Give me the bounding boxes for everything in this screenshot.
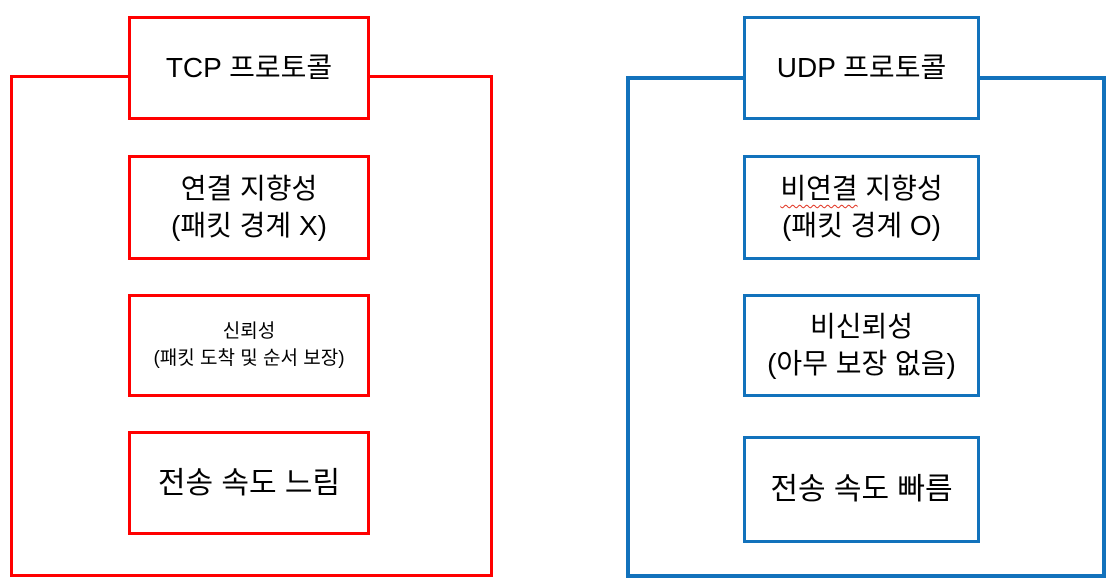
tcp-title-box: TCP 프로토콜 <box>128 16 370 120</box>
udp-title: UDP 프로토콜 <box>776 51 947 83</box>
tcp-box2-line1: 신뢰성 <box>222 320 276 342</box>
tcp-box-speed: 전송 속도 느림 <box>128 431 370 535</box>
udp-title-box: UDP 프로토콜 <box>743 16 980 120</box>
tcp-box-connection-oriented: 연결 지향성 (패킷 경계 X) <box>128 155 370 260</box>
tcp-box1-line1: 연결 지향성 <box>180 173 318 205</box>
udp-box1-line2: (패킷 경계 O) <box>781 209 942 241</box>
udp-box2-line1: 비신뢰성 <box>809 311 914 343</box>
udp-box1-line1: 비연결 지향성 <box>780 171 942 207</box>
udp-box1-line1-rest: 지향성 <box>857 173 943 205</box>
tcp-box3-line1: 전송 속도 느림 <box>157 466 341 500</box>
tcp-box1-line2: (패킷 경계 X) <box>171 209 327 241</box>
udp-box-speed: 전송 속도 빠름 <box>743 436 980 543</box>
tcp-box-reliability: 신뢰성 (패킷 도착 및 순서 보장) <box>128 294 370 397</box>
tcp-box2-line2: (패킷 도착 및 순서 보장) <box>153 347 345 369</box>
udp-box2-line2: (아무 보장 없음) <box>767 347 956 379</box>
udp-box-connectionless: 비연결 지향성 (패킷 경계 O) <box>743 155 980 260</box>
udp-box-unreliability: 비신뢰성 (아무 보장 없음) <box>743 294 980 397</box>
udp-box3-line1: 전송 속도 빠름 <box>770 473 953 506</box>
udp-box1-flagged-word: 비연결 <box>780 173 858 205</box>
tcp-title: TCP 프로토콜 <box>165 51 333 83</box>
